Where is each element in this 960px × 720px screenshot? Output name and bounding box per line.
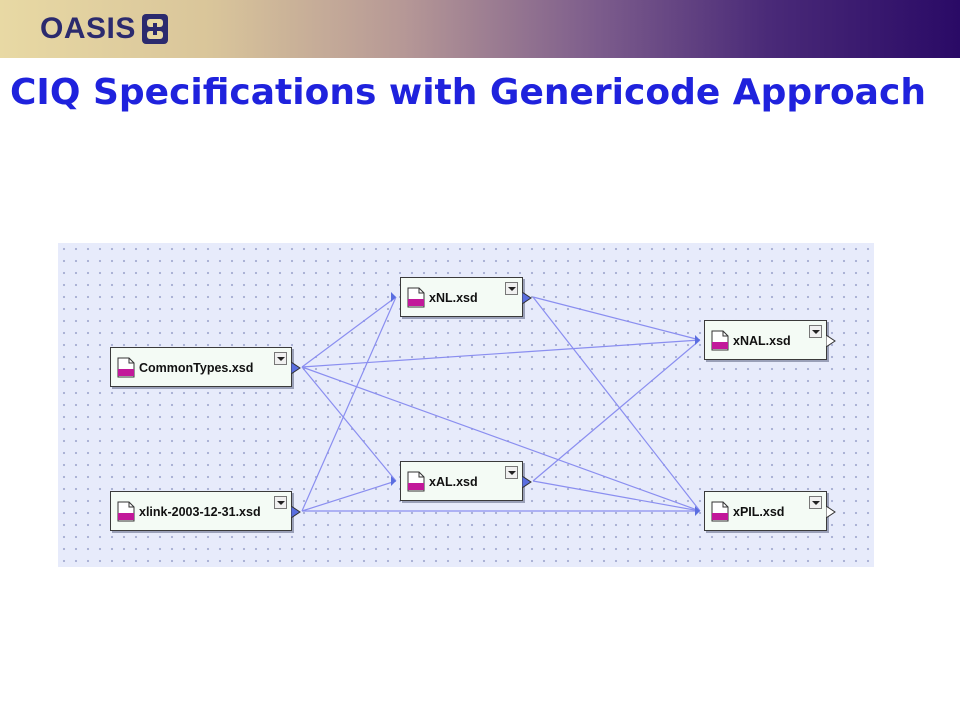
output-port-icon[interactable] — [291, 506, 301, 518]
node-xlink-xsd[interactable]: xlink-2003-12-31.xsd — [110, 491, 301, 531]
output-port-icon[interactable] — [826, 506, 836, 518]
input-port-marker-xpil — [695, 506, 700, 516]
input-port-marker-xnal — [695, 335, 700, 345]
node-label: xlink-2003-12-31.xsd — [139, 505, 261, 519]
node-xnal-xsd[interactable]: xNAL.xsd — [704, 320, 836, 360]
node-label: xAL.xsd — [429, 475, 478, 489]
edge-commontypes-to-xnl — [301, 296, 397, 368]
edge-commontypes-to-xnal — [301, 339, 701, 368]
node-dropdown-button[interactable] — [809, 496, 822, 509]
edge-commontypes-to-xpil — [301, 366, 701, 512]
edge-xlink-to-xnl — [301, 296, 397, 512]
node-dropdown-button[interactable] — [274, 496, 287, 509]
input-port-marker-xnl — [391, 292, 396, 302]
edge-xal-to-xnal — [532, 339, 701, 482]
page-title: CIQ Specifications with Genericode Appro… — [10, 72, 926, 113]
edge-xnl-to-xpil — [532, 296, 701, 512]
node-xnl-xsd[interactable]: xNL.xsd — [400, 277, 532, 317]
node-label: xPIL.xsd — [733, 505, 785, 519]
node-dropdown-button[interactable] — [505, 466, 518, 479]
xsd-file-icon — [711, 501, 729, 522]
node-label: CommonTypes.xsd — [139, 361, 254, 375]
xsd-file-icon — [711, 330, 729, 351]
xsd-file-icon — [407, 287, 425, 308]
xsd-file-icon — [407, 471, 425, 492]
oasis-logo: OASIS — [40, 12, 168, 46]
edge-commontypes-to-xal — [301, 366, 397, 482]
node-commontypes-xsd[interactable]: CommonTypes.xsd — [110, 347, 301, 387]
node-dropdown-button[interactable] — [505, 282, 518, 295]
node-dropdown-button[interactable] — [809, 325, 822, 338]
xsd-file-icon — [117, 501, 135, 522]
node-label: xNAL.xsd — [733, 334, 791, 348]
edge-xal-to-xpil — [532, 480, 701, 512]
output-port-icon[interactable] — [291, 362, 301, 374]
node-xal-xsd[interactable]: xAL.xsd — [400, 461, 532, 501]
edge-xlink-to-xal — [301, 480, 397, 512]
input-port-marker-xal — [391, 476, 396, 486]
edge-xnl-to-xnal — [532, 296, 701, 341]
header-banner: OASIS — [0, 0, 960, 58]
output-port-icon[interactable] — [522, 476, 532, 488]
node-xpil-xsd[interactable]: xPIL.xsd — [704, 491, 836, 531]
output-port-icon[interactable] — [826, 335, 836, 347]
node-label: xNL.xsd — [429, 291, 478, 305]
schema-dependency-diagram: CommonTypes.xsd xlink-2003-12-31.xsd xNL… — [58, 243, 874, 567]
oasis-mark-icon — [141, 14, 168, 44]
node-dropdown-button[interactable] — [274, 352, 287, 365]
output-port-icon[interactable] — [522, 292, 532, 304]
xsd-file-icon — [117, 357, 135, 378]
logo-text: OASIS — [40, 12, 136, 45]
dependency-edges — [301, 292, 701, 516]
